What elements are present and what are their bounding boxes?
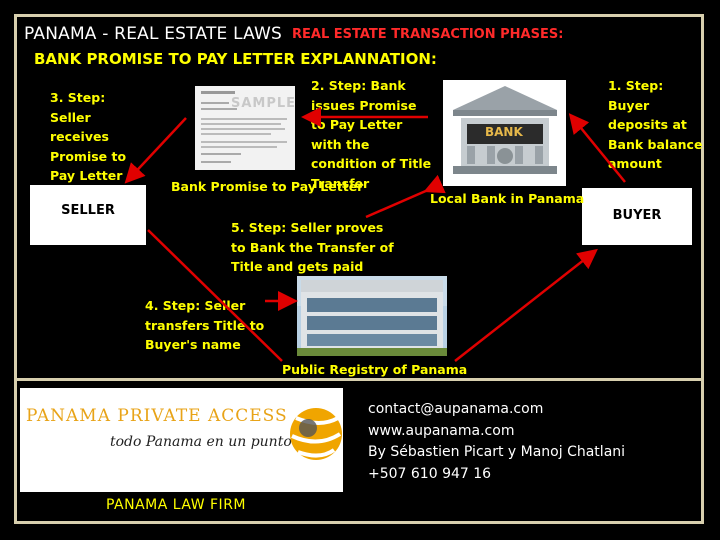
letter-lines-graphic (201, 91, 287, 163)
page-title: PANAMA - REAL ESTATE LAWS (24, 24, 283, 44)
slide-frame (14, 14, 704, 524)
phase-heading: REAL ESTATE TRANSACTION PHASES: (292, 27, 564, 42)
step-3-text: 3. Step: Seller receives Promise to Pay … (50, 90, 127, 183)
contact-email[interactable]: contact@aupanama.com (368, 401, 544, 417)
registry-image (297, 276, 447, 356)
law-firm-label: PANAMA LAW FIRM (106, 497, 246, 513)
logo-globe-icon (290, 408, 342, 460)
bank-image: BANK (443, 80, 566, 186)
registry-building-graphic (297, 276, 447, 356)
bank-caption: Local Bank in Panama (430, 191, 585, 206)
bank-sign: BANK (485, 125, 523, 139)
logo-tagline: todo Panama en un punto (110, 434, 292, 450)
sample-stamp: SAMPLE (231, 96, 297, 111)
contact-website[interactable]: www.aupanama.com (368, 422, 515, 439)
contact-authors: By Sébastien Picart y Manoj Chatlani (368, 444, 626, 460)
buyer-box: BUYER (582, 188, 692, 245)
page-subtitle: BANK PROMISE TO PAY LETTER EXPLANNATION: (34, 50, 437, 68)
promise-letter-image: SAMPLE (195, 86, 295, 170)
contact-block: contact@aupanama.com www.aupanama.com By… (368, 399, 625, 485)
contact-phone: +507 610 947 16 (368, 465, 492, 482)
arrow-seller-proves-to-bank (365, 174, 446, 219)
seller-label: SELLER (61, 203, 115, 218)
logo-name: PANAMA PRIVATE ACCESS (26, 406, 288, 426)
step-5-text: 5. Step: Seller proves to Bank the Trans… (231, 220, 394, 274)
arrow-buyer-to-bank (568, 113, 626, 183)
seller-box: SELLER (30, 185, 146, 245)
footer-divider (14, 378, 704, 381)
step-2-text: 2. Step: Bank issues Promise to Pay Lett… (311, 78, 432, 191)
arrow-seller-to-registry-line (147, 229, 283, 362)
bank-building-graphic (453, 86, 557, 174)
letter-caption: Bank Promise to Pay Letter (171, 179, 364, 194)
arrow-letter-to-seller (124, 117, 187, 184)
buyer-label: BUYER (612, 208, 662, 223)
registry-caption: Public Registry of Panama (282, 362, 468, 377)
logo-box: PANAMA PRIVATE ACCESS todo Panama en un … (20, 388, 343, 492)
step-1-text: 1. Step: Buyer deposits at Bank balance … (608, 78, 703, 171)
arrow-registry-to-buyer (454, 248, 598, 362)
